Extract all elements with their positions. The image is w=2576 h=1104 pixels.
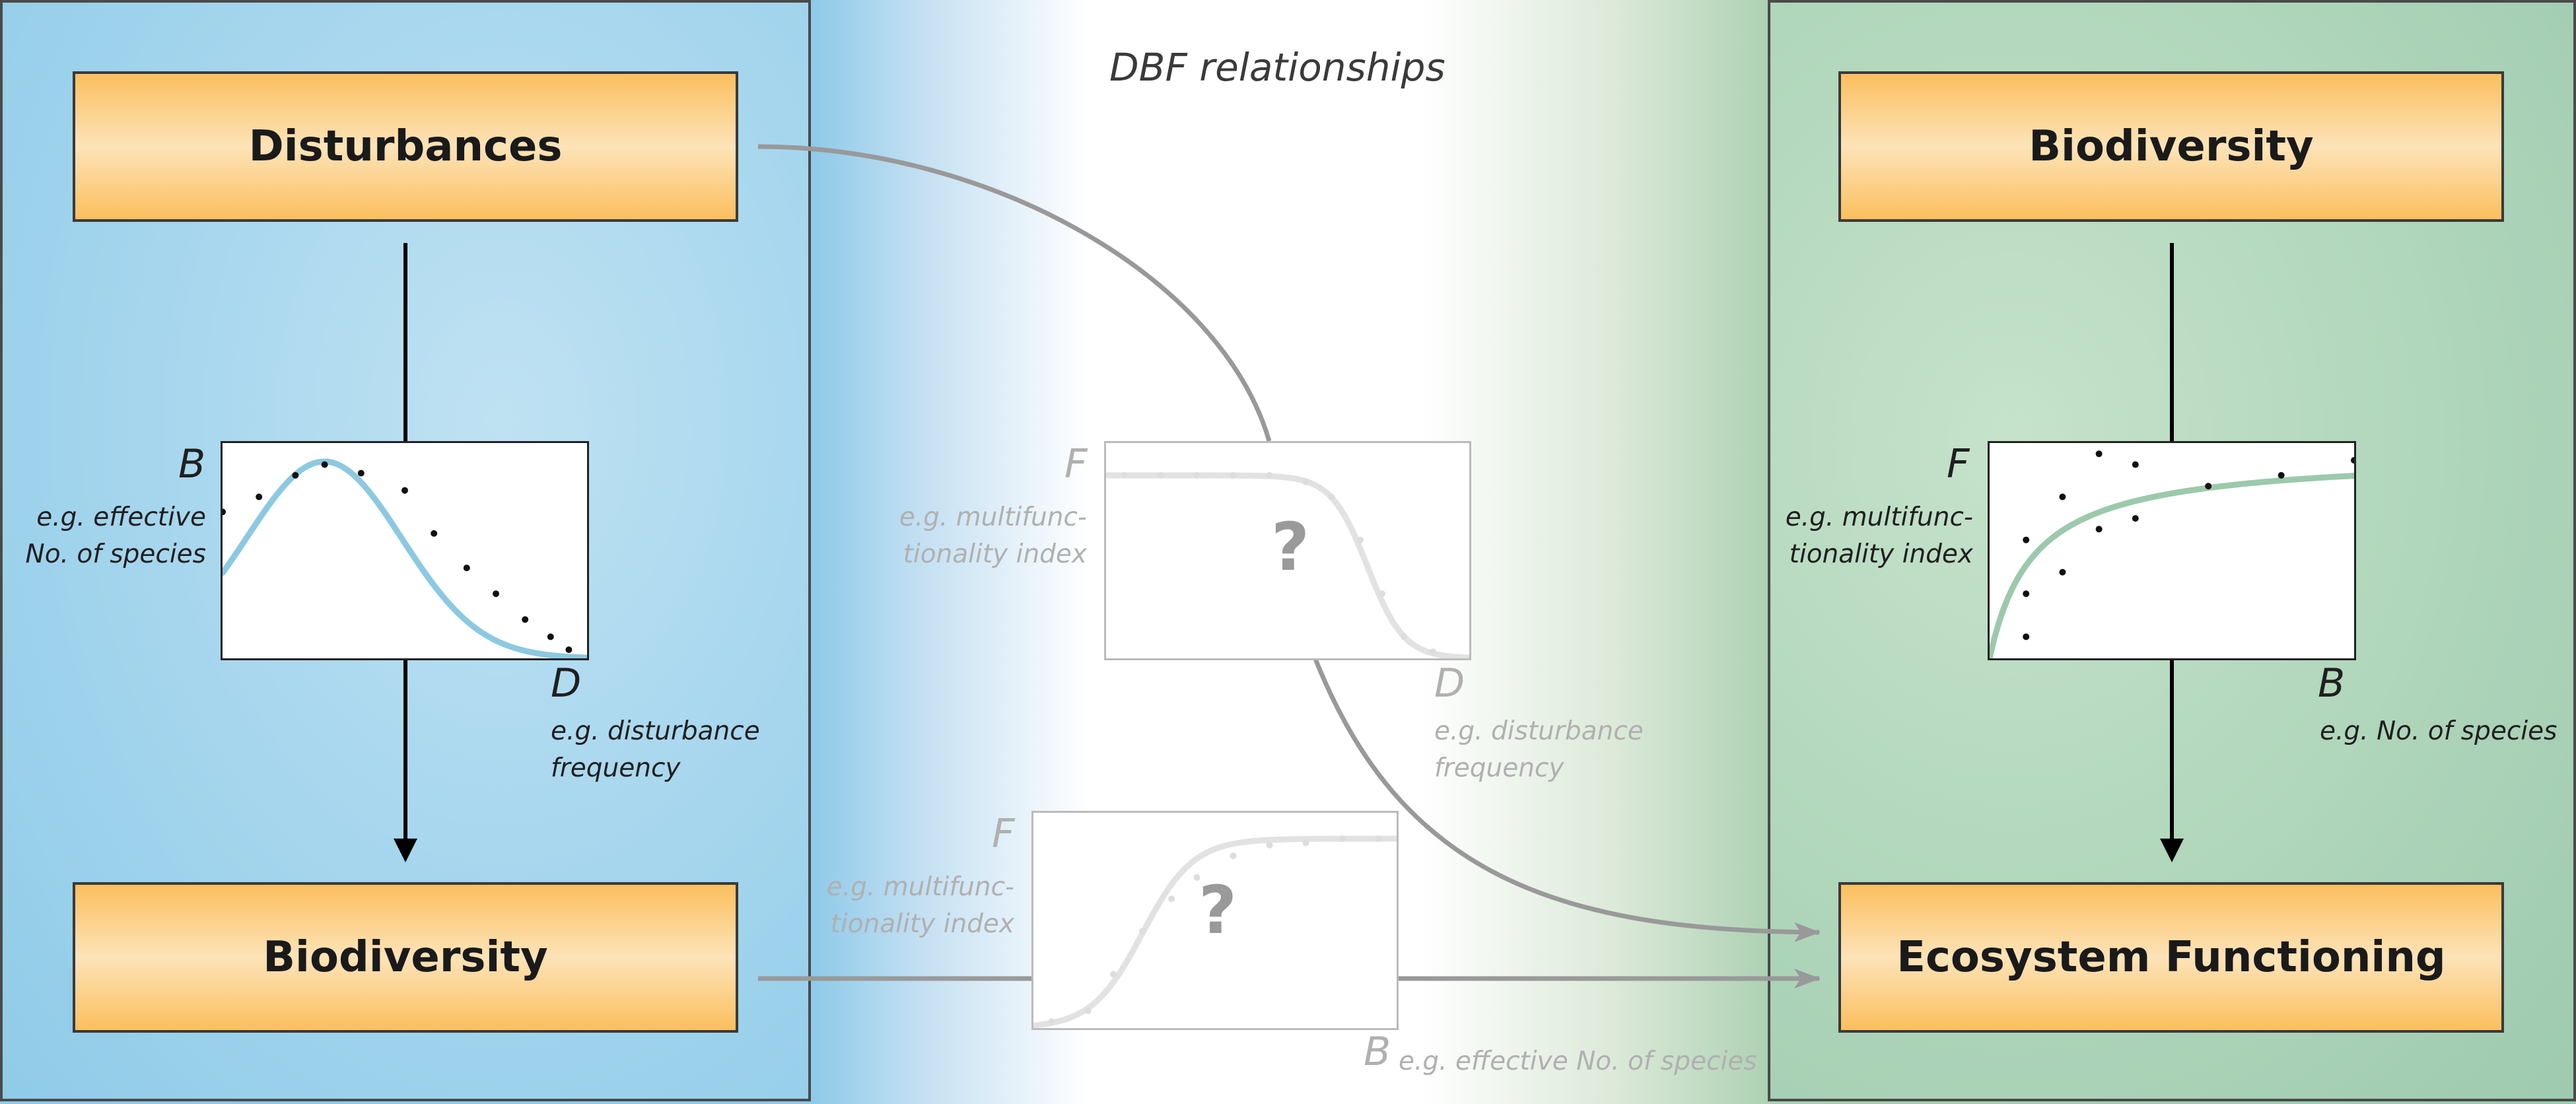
data-point [1084,1007,1092,1014]
data-point [1302,478,1309,485]
data-point [2059,493,2066,500]
data-point [522,616,529,623]
left-biodiversity-box: Biodiversity [73,882,738,1033]
left-plot-y-label: B [178,441,206,487]
biodiversity-functioning-plot [1988,441,2356,660]
data-point [2023,536,2030,543]
middle-bottom-plot-y-note: e.g. multifunc- tionality index [826,872,1014,939]
disturbance-biodiversity-plot [221,441,589,660]
disturbance-functioning-plot [1104,441,1471,660]
data-point [1266,471,1273,479]
data-point [565,646,573,653]
data-point [1193,471,1201,479]
data-point [1328,493,1335,500]
data-point [2059,569,2066,576]
data-point [1157,471,1164,479]
fitted-curve [1106,472,1469,658]
data-point [401,487,408,494]
data-point [1357,536,1364,543]
data-point [1121,471,1128,479]
left-arrowhead [394,839,417,862]
right-biodiversity-box: Biodiversity [1838,71,2504,222]
data-point [223,508,226,516]
data-point [1139,928,1146,935]
data-point [431,530,438,537]
data-point [2095,450,2103,458]
right-plot-y-note: e.g. multifunc- tionality index [1785,502,1973,569]
right-plot-x-label: B [2318,660,2346,707]
data-point [1110,971,1117,978]
biodiversity-functioning-uncertain-plot [1031,811,1399,1030]
data-point [1430,648,1436,656]
data-point [2023,633,2030,640]
data-point [2132,461,2139,468]
disturbance-to-functioning-arrow-lower [1313,658,1821,942]
data-point [1230,471,1237,479]
data-point [1302,839,1309,846]
disturbances-box: Disturbances [73,71,738,222]
data-point [2023,590,2030,598]
plot-canvas-3 [1033,835,1397,1028]
data-point [1401,633,1407,640]
data-point [1375,835,1382,843]
right-plot-y-label: F [1947,441,1970,487]
data-point [1266,841,1273,848]
fitted-curve [1033,835,1397,1028]
data-point [547,633,554,640]
middle-top-plot-x-note: e.g. disturbance frequency [1434,716,1644,783]
middle-bottom-unknown-mark: ? [1199,872,1237,949]
left-plot-x-label: D [551,660,582,707]
plot-canvas-1 [1990,450,2354,658]
data-point [2205,483,2212,490]
left-plot-x-note: e.g. disturbance frequency [551,716,760,783]
right-arrowhead [2160,839,2184,862]
data-point [1339,835,1346,843]
left-plot-y-note: e.g. effective No. of species [25,502,206,569]
middle-bottom-plot-x-label: B [1364,1029,1391,1075]
data-point [357,469,365,477]
middle-bottom-plot-y-label: F [992,811,1015,857]
data-point [2095,526,2103,533]
fitted-curve [223,458,587,658]
middle-top-unknown-mark: ? [1271,508,1310,586]
data-point [2351,457,2354,464]
diagram-title: DBF relationships [1109,45,1445,90]
data-point [256,493,263,500]
data-point [2132,515,2139,522]
data-point [1168,895,1175,903]
middle-bottom-plot-x-note: e.g. effective No. of species [1399,1047,1757,1076]
data-point [321,461,328,468]
right-plot-x-note: e.g. No. of species [2320,716,2558,746]
data-point [1048,1018,1055,1025]
plot-canvas-2 [1106,471,1469,658]
middle-top-plot-y-note: e.g. multifunc- tionality index [899,502,1087,569]
data-point [2278,471,2285,479]
plot-canvas-0 [223,458,587,658]
middle-top-plot-y-label: F [1064,441,1088,487]
middle-top-plot-x-label: D [1434,660,1465,707]
data-point [1379,590,1385,598]
disturbance-to-functioning-arrow [757,144,1272,442]
data-point [1193,874,1201,881]
fitted-curve [1990,473,2354,658]
ecosystem-functioning-box: Ecosystem Functioning [1838,882,2504,1033]
data-point [1230,852,1237,860]
data-point [463,565,470,572]
data-point [493,590,499,598]
data-point [292,471,299,479]
